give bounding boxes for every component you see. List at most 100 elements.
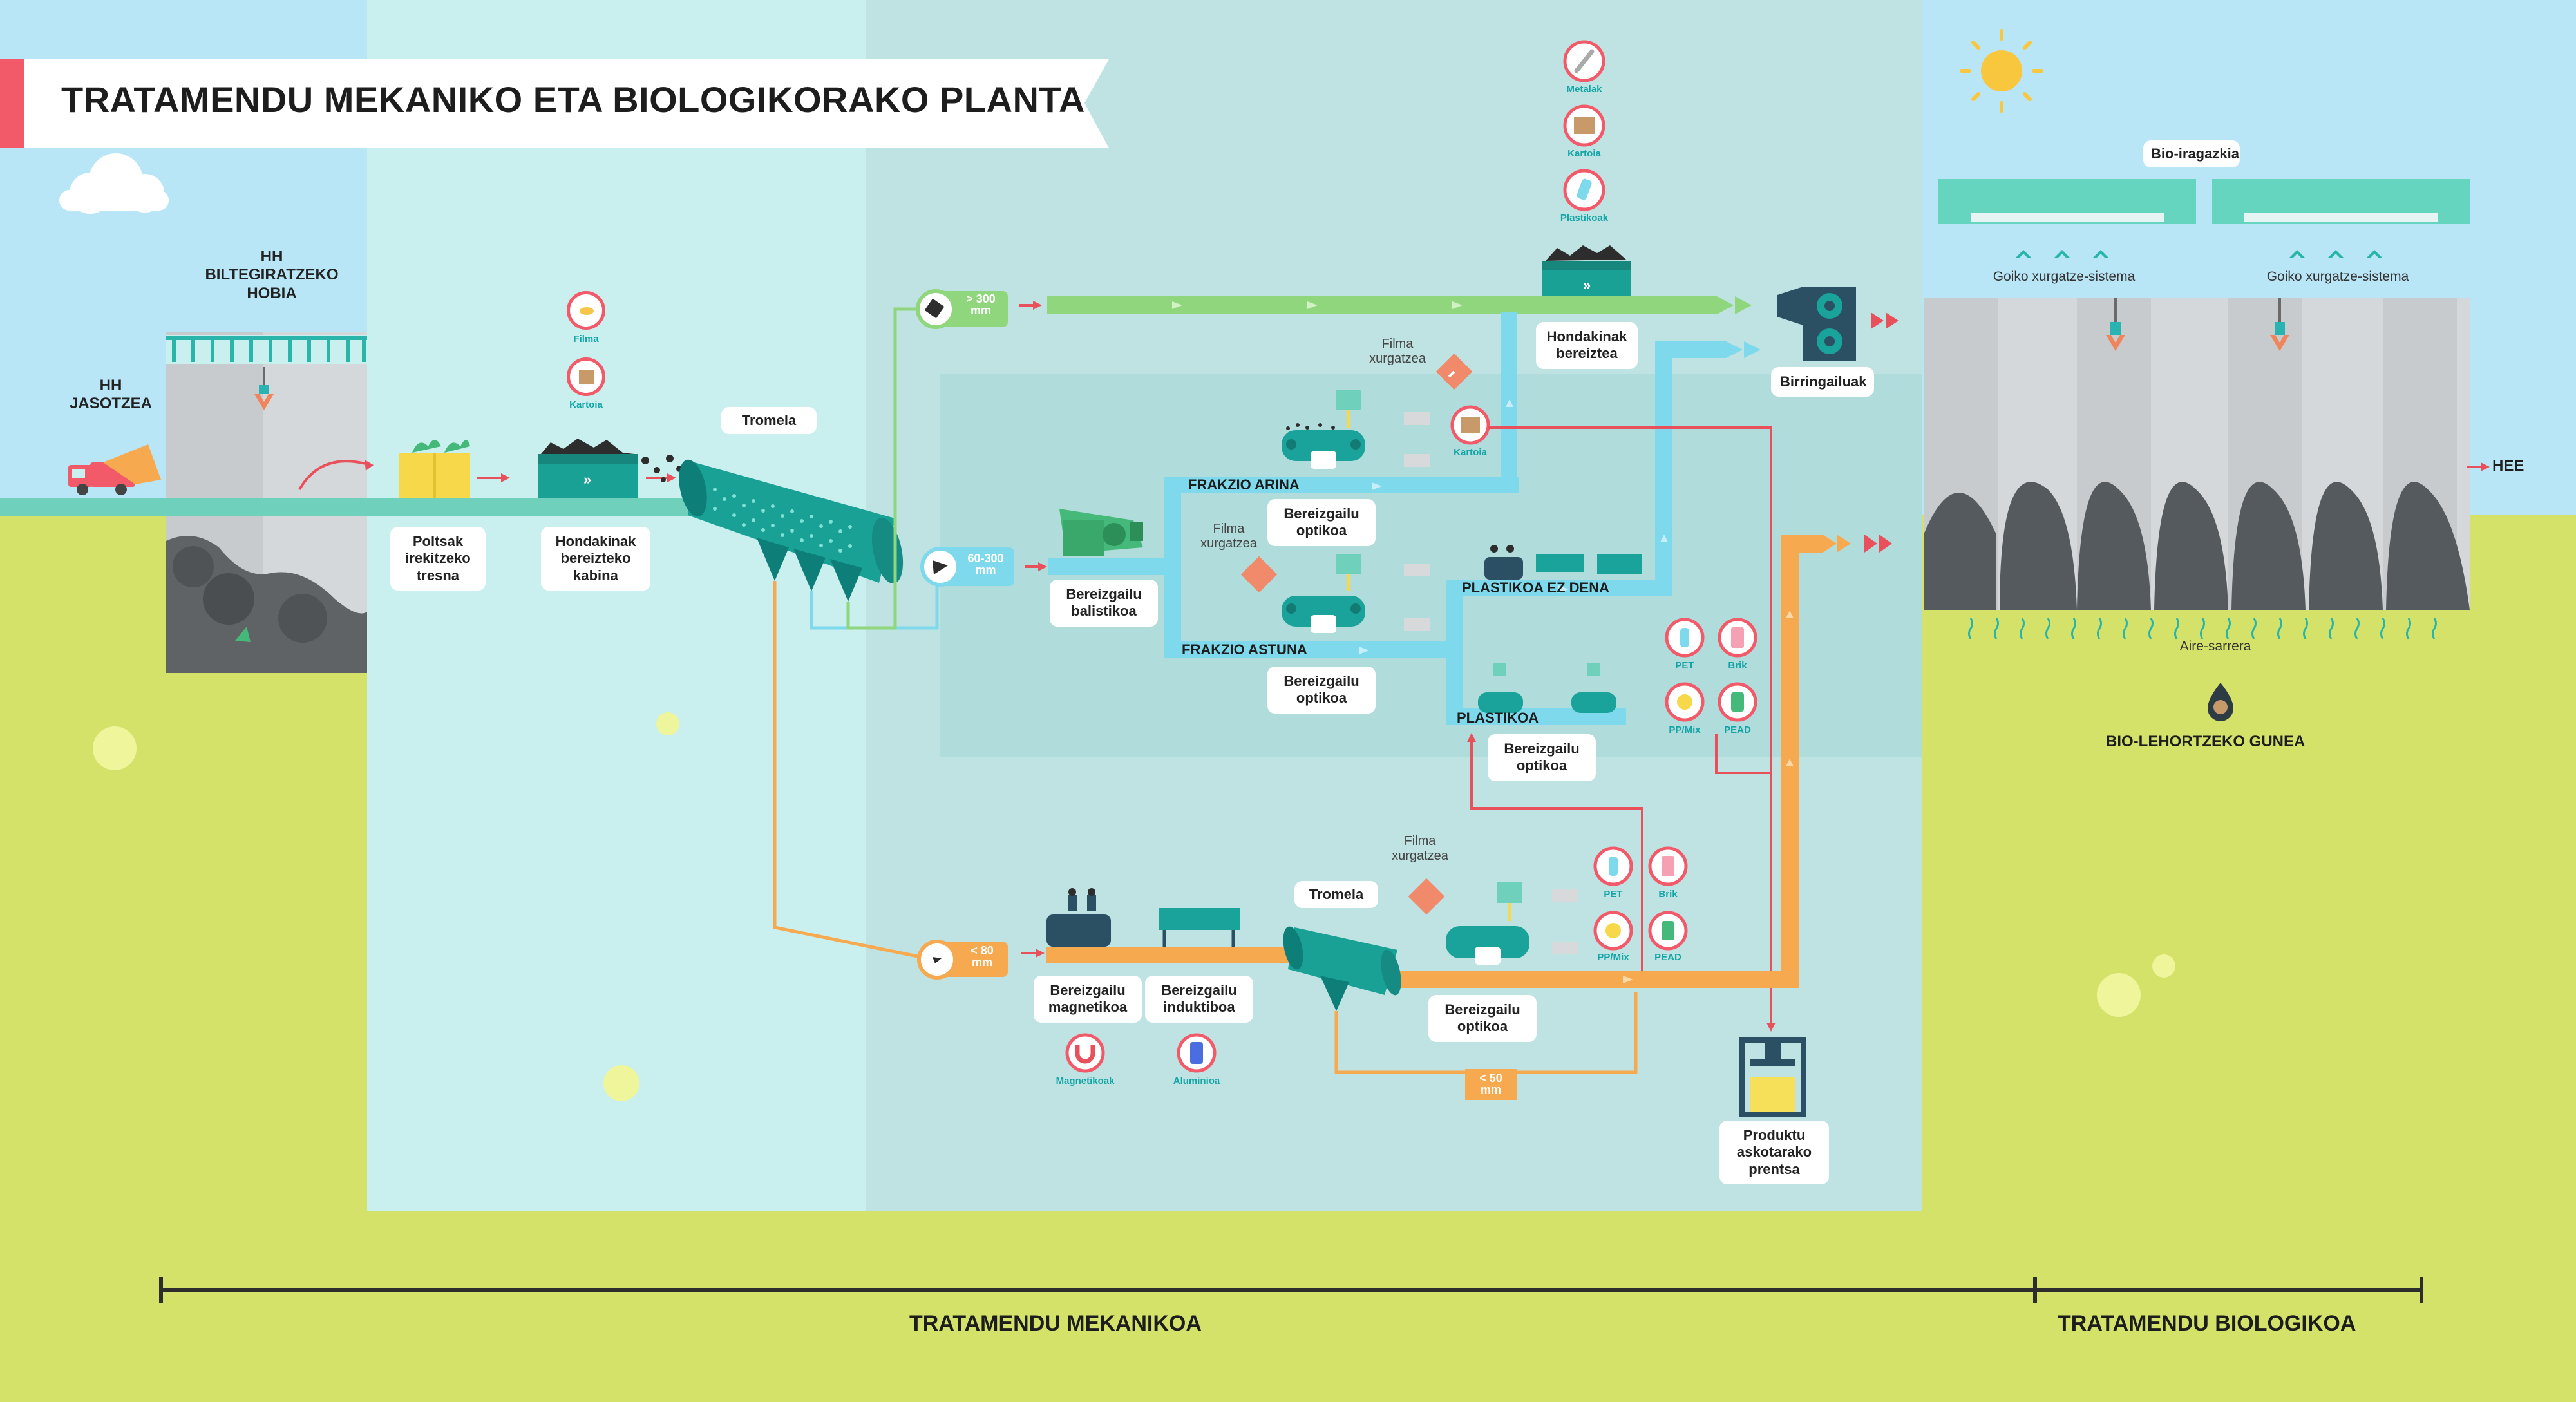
- biofilter-label: Bio-iragazkia: [2143, 140, 2240, 168]
- ballistic-text: Bereizgailu balistikoa: [1066, 586, 1142, 620]
- optical-sorter-light-icon: [1282, 390, 1430, 469]
- magnetic-out-label: Magnetikoak: [1056, 1075, 1115, 1086]
- plastics-icon: [1563, 169, 1605, 211]
- upper-suction-label-1: Goiko xurgatze-sistema: [1993, 269, 2136, 284]
- sun-icon: [1960, 29, 2043, 113]
- optical-sorter-label-light: Bereizgailu optikoa: [1267, 499, 1376, 546]
- size-badge-fine: [917, 940, 1008, 980]
- fine-optical-sorter-icon: [1446, 882, 1578, 965]
- truck-icon: [68, 444, 161, 495]
- cardboard-icon-light: [1450, 405, 1490, 445]
- press-icon: [1739, 1037, 1806, 1117]
- optical-sorter-label-heavy: Bereizgailu optikoa: [1267, 667, 1376, 714]
- brik-label-fine: Brik: [1658, 889, 1678, 900]
- trommel-label: Tromela: [721, 407, 817, 435]
- drying-area-label: BIO-LEHORTZEKO GUNEA: [2106, 733, 2306, 750]
- cabin-cardboard-icon: [567, 357, 605, 396]
- pet-label: PET: [1675, 660, 1694, 671]
- film-suction-text-fine: Filma xurgatzea: [1392, 834, 1448, 863]
- plastic-optical-sorters: [1478, 663, 1616, 713]
- coarse-sorting-icon: »: [1542, 245, 1631, 296]
- pead-label-fine: PEAD: [1654, 952, 1681, 963]
- film-suction-icon-fine: [1408, 878, 1445, 915]
- coarse-pipe: [1047, 296, 1717, 314]
- brik-icon-fine: [1648, 846, 1688, 886]
- ppmix-label-fine: PP/Mix: [1597, 952, 1629, 963]
- film-suction-icon-heavy: [1240, 556, 1278, 593]
- sorting-cabin-icon: »: [538, 439, 638, 498]
- size-badge-medium: [920, 547, 1014, 587]
- pet-icon-fine: [1593, 846, 1633, 886]
- biological-phase-label: TRATAMENDU BIOLOGIKOA: [2058, 1311, 2356, 1336]
- storage-pit-text: HH BILTEGIRATZEKO HOBIA: [205, 248, 339, 302]
- sorting-cabin-text: Hondakinak bereizteko kabina: [555, 533, 636, 583]
- plastic-label: PLASTIKOA: [1457, 710, 1539, 726]
- pre-sort-zone: [367, 0, 940, 1211]
- mechanical-phase-label: TRATAMENDU MEKANIKOA: [909, 1311, 1202, 1336]
- ppmix-icon: [1665, 682, 1705, 722]
- svg-text:»: »: [1583, 277, 1591, 293]
- press-text: Produktu askotarako prentsa: [1736, 1127, 1812, 1177]
- film-label: Filma: [573, 334, 599, 345]
- pead-label: PEAD: [1724, 725, 1751, 735]
- size-very-fine-label: < 50 mm: [1472, 1072, 1510, 1095]
- bag-opener-label: Poltsak irekitzeko tresna: [390, 527, 486, 591]
- size-coarse-text: > 300 mm: [966, 292, 996, 317]
- brik-label: Brik: [1728, 660, 1747, 671]
- trommel-text: Tromela: [741, 412, 797, 428]
- non-plastic-machines: [1484, 545, 1642, 580]
- heavy-fraction-label: FRAKZIO ASTUNA: [1182, 641, 1307, 658]
- film-suction-text-heavy: Filma xurgatzea: [1200, 522, 1257, 551]
- sorting-cabin-label: Hondakinak bereizteko kabina: [541, 527, 650, 591]
- shredders-label: Birringailuak: [1771, 367, 1874, 397]
- bag-opener-icon: [399, 440, 470, 498]
- light-fraction-label: FRAKZIO ARINA: [1188, 477, 1300, 493]
- coarse-sorting-text: Hondakinak bereiztea: [1546, 328, 1627, 362]
- shredder-icon: [1777, 287, 1856, 361]
- optical-sorter-label-plastic: Bereizgailu optikoa: [1488, 734, 1596, 781]
- metals-icon: [1563, 40, 1605, 82]
- upper-suction-label-2: Goiko xurgatze-sistema: [2266, 269, 2409, 284]
- ppmix-label: PP/Mix: [1669, 725, 1701, 735]
- size-coarse-label: > 300 mm: [958, 293, 1003, 316]
- film-suction-text-light: Filma xurgatzea: [1369, 337, 1426, 366]
- title-banner: [0, 59, 1109, 148]
- size-fine-text: < 80 mm: [971, 944, 994, 969]
- label-storage-pit: HH BILTEGIRATZEKO HOBIA: [175, 248, 368, 303]
- film-icon: [567, 291, 605, 330]
- magnetic-separator-icon: [1046, 888, 1111, 947]
- air-intake-label: Aire-sarrera: [2179, 639, 2251, 654]
- drying-area-icon: [2208, 683, 2233, 721]
- pead-icon-fine: [1648, 911, 1688, 951]
- size-medium-text: 60-300 mm: [967, 552, 1004, 576]
- inductive-text: Bereizgailu induktiboa: [1161, 982, 1237, 1016]
- optical-sorter-label-fine: Bereizgailu optikoa: [1428, 995, 1537, 1042]
- size-medium-label: 60-300 mm: [958, 553, 1013, 576]
- non-plastic-label: PLASTIKOA EZ DENA: [1462, 580, 1609, 596]
- bio-building: [1924, 179, 2470, 639]
- coarse-cardboard-label: Kartoia: [1567, 148, 1601, 159]
- pet-label-fine: PET: [1604, 889, 1623, 900]
- reception-text: HH JASOTZEA: [70, 377, 153, 413]
- ppmix-icon-fine: [1593, 911, 1633, 951]
- coarse-sorting-label: Hondakinak bereiztea: [1536, 322, 1638, 369]
- ballistic-separator-icon: [1059, 509, 1143, 556]
- trommel-1: [679, 459, 904, 602]
- trommel-text-2: Tromela: [1309, 886, 1364, 902]
- optical-sorter-text-fine: Bereizgailu optikoa: [1444, 1001, 1520, 1035]
- svg-text:»: »: [583, 471, 591, 488]
- inductive-separator-icon: [1159, 908, 1240, 947]
- trommel-label-2: Tromela: [1294, 881, 1378, 909]
- optical-sorter-heavy-icon: [1282, 554, 1430, 633]
- inductive-label: Bereizgailu induktiboa: [1145, 976, 1253, 1023]
- bag-opener-text: Poltsak irekitzeko tresna: [405, 533, 471, 583]
- press-label: Produktu askotarako prentsa: [1719, 1121, 1829, 1185]
- hee-label: HEE: [2492, 457, 2524, 475]
- film-suction-label-light: Filma xurgatzea: [1356, 337, 1439, 366]
- magnet-icon: [1065, 1033, 1105, 1073]
- size-very-fine-text: < 50 mm: [1479, 1072, 1502, 1096]
- metals-label: Metalak: [1566, 84, 1602, 95]
- optical-sorter-text-plastic: Bereizgailu optikoa: [1504, 741, 1580, 774]
- magnetic-label: Bereizgailu magnetikoa: [1034, 976, 1142, 1023]
- ballistic-label: Bereizgailu balistikoa: [1050, 580, 1158, 627]
